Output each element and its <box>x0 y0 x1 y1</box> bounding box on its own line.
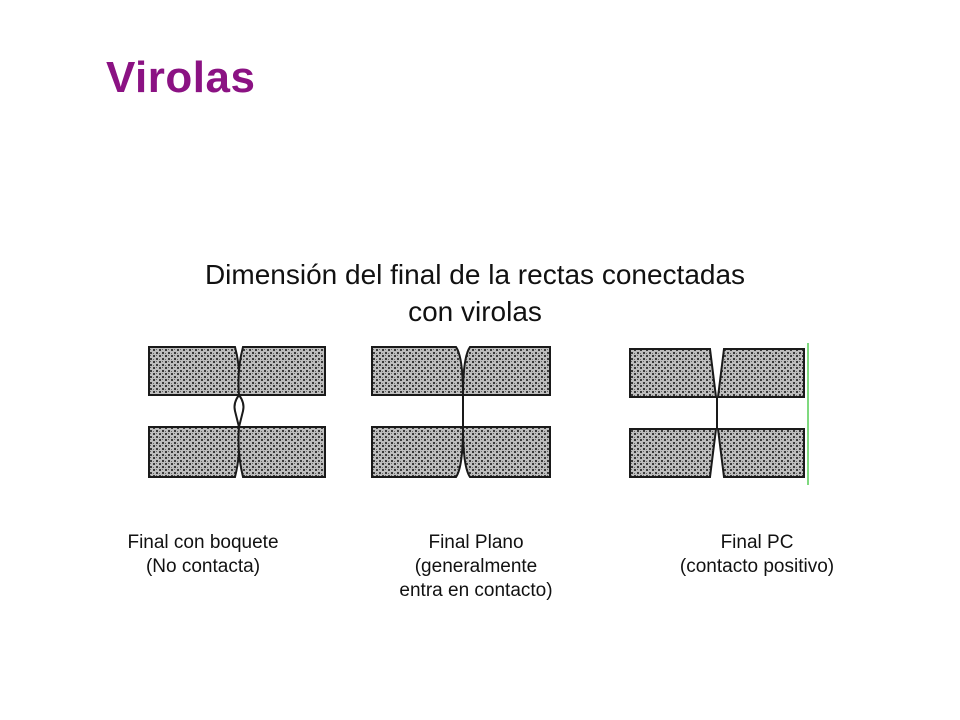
caption-line: Final con boquete <box>127 532 279 553</box>
caption-line: entra en contacto) <box>399 580 553 601</box>
caption-final-pc: Final PC (contacto positivo) <box>637 531 877 579</box>
ferrule-pc-diagram <box>629 343 809 485</box>
fiber-top-left <box>629 348 718 398</box>
caption-line: (generalmente <box>414 556 538 577</box>
fiber-top-left <box>148 346 241 396</box>
fiber-bottom-right <box>237 426 326 478</box>
fiber-bottom-right <box>716 428 805 478</box>
caption-line: (No contacta) <box>145 556 261 577</box>
ferrule-gap-diagram <box>148 346 326 478</box>
caption-final-con-boquete: Final con boquete (No contacta) <box>83 531 323 579</box>
slide-subtitle: Dimensión del final de la rectas conecta… <box>120 256 830 330</box>
caption-line: Final PC <box>720 532 794 553</box>
fiber-top-left <box>371 346 465 396</box>
fiber-top-right <box>237 346 326 396</box>
fiber-bottom-left <box>148 426 241 478</box>
fiber-top-right <box>716 348 805 398</box>
subtitle-line-1: Dimensión del final de la rectas conecta… <box>204 259 746 290</box>
fiber-bottom-left <box>629 428 718 478</box>
caption-line: (contacto positivo) <box>679 556 835 577</box>
ferrule-flat-diagram <box>371 346 551 478</box>
fiber-bottom-right <box>461 426 551 478</box>
caption-line: Final Plano <box>428 532 524 553</box>
caption-final-plano: Final Plano (generalmente entra en conta… <box>356 531 596 603</box>
air-gap <box>233 394 245 428</box>
slide-title: Virolas <box>106 53 256 102</box>
fiber-top-right <box>461 346 551 396</box>
fiber-bottom-left <box>371 426 465 478</box>
subtitle-line-2: con virolas <box>408 296 542 327</box>
